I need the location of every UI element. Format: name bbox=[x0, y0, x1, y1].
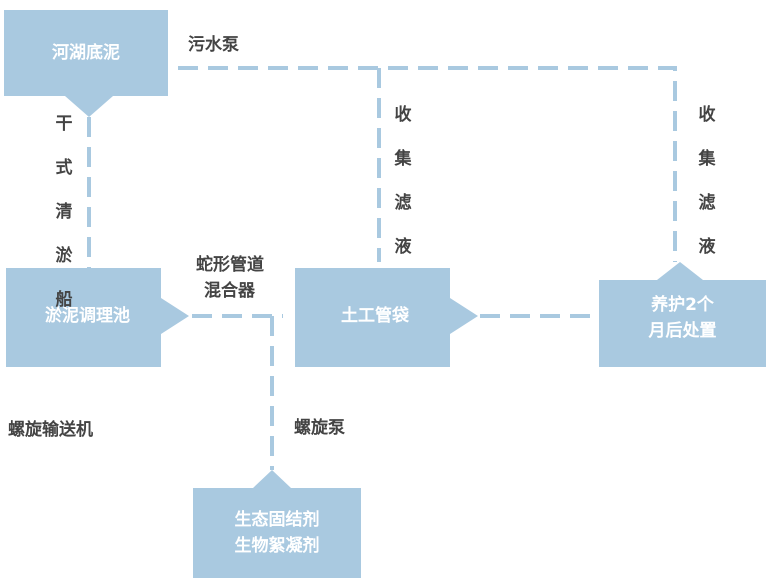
filtrate-2-char: 集 bbox=[698, 149, 716, 169]
edge-label-collect-filtrate-2: 收 集 滤 液 bbox=[695, 93, 719, 269]
node-curing-box bbox=[599, 262, 766, 367]
node-sludge-tank-box bbox=[6, 268, 189, 367]
node-curing-line-2: 月后处置 bbox=[648, 321, 717, 341]
edge-label-serpentine-mixer: 蛇形管道 混合器 bbox=[196, 252, 264, 304]
dry-dredger-char: 船 bbox=[55, 290, 73, 310]
edge-label-collect-filtrate-1: 收 集 滤 液 bbox=[391, 93, 415, 269]
node-river-sludge-box bbox=[4, 10, 168, 117]
node-additives-line-1: 生态固结剂 bbox=[234, 510, 320, 530]
filtrate-2-char: 液 bbox=[698, 237, 716, 257]
edge-label-sewage-pump: 污水泵 bbox=[188, 35, 239, 55]
node-additives-box bbox=[193, 470, 361, 578]
node-geotextile-bag-label: 土工管袋 bbox=[341, 306, 409, 326]
node-additives-line-2: 生物絮凝剂 bbox=[234, 536, 320, 556]
filtrate-1-char: 液 bbox=[394, 237, 412, 257]
node-curing-label: 养护2个 月后处置 bbox=[599, 292, 766, 344]
edge-label-screw-conveyor: 螺旋输送机 bbox=[8, 420, 93, 440]
dry-dredger-char: 式 bbox=[55, 158, 73, 178]
connector-sewage-pump-line bbox=[178, 66, 677, 262]
node-additives-label: 生态固结剂 生物絮凝剂 bbox=[193, 507, 361, 559]
serpentine-mixer-line-2: 混合器 bbox=[204, 281, 255, 301]
node-river-sludge-label: 河湖底泥 bbox=[52, 43, 120, 63]
filtrate-2-char: 滤 bbox=[698, 193, 716, 213]
dry-dredger-char: 淤 bbox=[55, 246, 73, 266]
dry-dredger-char: 干 bbox=[55, 114, 73, 134]
node-geotextile-bag-box bbox=[295, 268, 478, 367]
dry-dredger-char: 清 bbox=[55, 202, 73, 222]
filtrate-1-char: 收 bbox=[394, 105, 412, 125]
edge-label-dry-dredger: 干 式 清 淤 船 bbox=[52, 102, 76, 322]
serpentine-mixer-line-1: 蛇形管道 bbox=[196, 255, 264, 275]
node-sludge-tank-label: 淤泥调理池 bbox=[45, 306, 130, 326]
filtrate-1-char: 集 bbox=[394, 149, 412, 169]
edge-label-screw-pump: 螺旋泵 bbox=[294, 418, 345, 438]
filtrate-1-char: 滤 bbox=[394, 193, 412, 213]
node-curing-line-1: 养护2个 bbox=[651, 295, 714, 315]
filtrate-2-char: 收 bbox=[698, 105, 716, 125]
